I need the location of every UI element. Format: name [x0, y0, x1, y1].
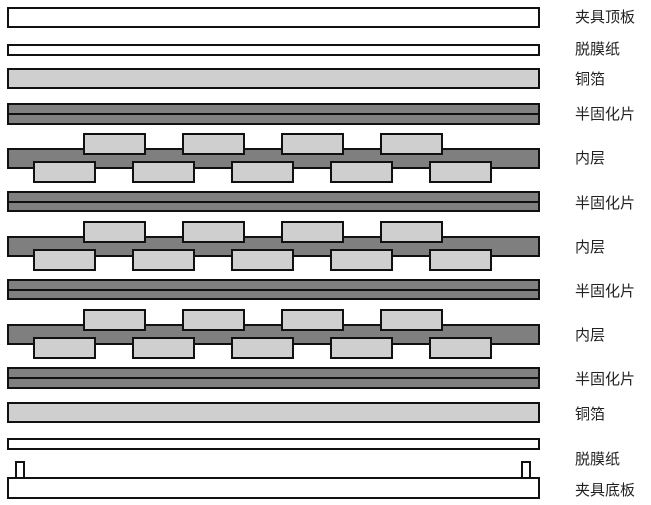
- label-inner-layer-3: 内层: [575, 326, 606, 344]
- copper-pad: [182, 309, 245, 331]
- copper-pad: [380, 133, 443, 155]
- prepreg-2: [7, 191, 540, 212]
- copper-pad: [330, 337, 393, 359]
- label-inner-layer-1: 内层: [575, 149, 606, 167]
- copper-pad: [330, 249, 393, 271]
- label-copper-foil-top: 铜箔: [575, 70, 606, 88]
- label-release-film-top: 脱膜纸: [575, 40, 621, 58]
- copper-foil-bottom: [7, 402, 540, 423]
- copper-pad: [33, 337, 96, 359]
- copper-pad: [231, 337, 294, 359]
- copper-pad: [330, 161, 393, 183]
- copper-pad: [83, 133, 146, 155]
- fixture-top-plate: [7, 7, 540, 28]
- prepreg-4: [7, 367, 540, 389]
- prepreg-1: [7, 103, 540, 125]
- copper-pad: [83, 309, 146, 331]
- copper-pad: [132, 249, 195, 271]
- copper-pad: [429, 249, 492, 271]
- label-inner-layer-2: 内层: [575, 238, 606, 256]
- label-fixture-top-plate: 夹具顶板: [575, 8, 636, 26]
- label-copper-foil-bottom: 铜箔: [575, 405, 606, 423]
- copper-pad: [33, 249, 96, 271]
- copper-pad: [380, 221, 443, 243]
- copper-pad: [182, 133, 245, 155]
- copper-pad: [33, 161, 96, 183]
- copper-pad: [429, 337, 492, 359]
- copper-pad: [132, 161, 195, 183]
- label-prepreg-3: 半固化片: [575, 282, 636, 300]
- copper-pad: [380, 309, 443, 331]
- release-film-top: [7, 44, 540, 56]
- label-prepreg-1: 半固化片: [575, 105, 636, 123]
- copper-pad: [182, 221, 245, 243]
- copper-pad: [281, 221, 344, 243]
- copper-pad: [231, 249, 294, 271]
- fixture-bottom-plate: [7, 477, 540, 499]
- label-prepreg-2: 半固化片: [575, 194, 636, 212]
- label-release-film-bottom: 脱膜纸: [575, 450, 621, 468]
- copper-pad: [281, 133, 344, 155]
- copper-pad: [83, 221, 146, 243]
- copper-pad: [231, 161, 294, 183]
- release-film-bottom: [7, 438, 540, 450]
- label-prepreg-4: 半固化片: [575, 370, 636, 388]
- copper-pad: [281, 309, 344, 331]
- copper-pad: [132, 337, 195, 359]
- copper-pad: [429, 161, 492, 183]
- prepreg-3: [7, 279, 540, 300]
- label-fixture-bottom-plate: 夹具底板: [575, 481, 636, 499]
- copper-foil-top: [7, 68, 540, 89]
